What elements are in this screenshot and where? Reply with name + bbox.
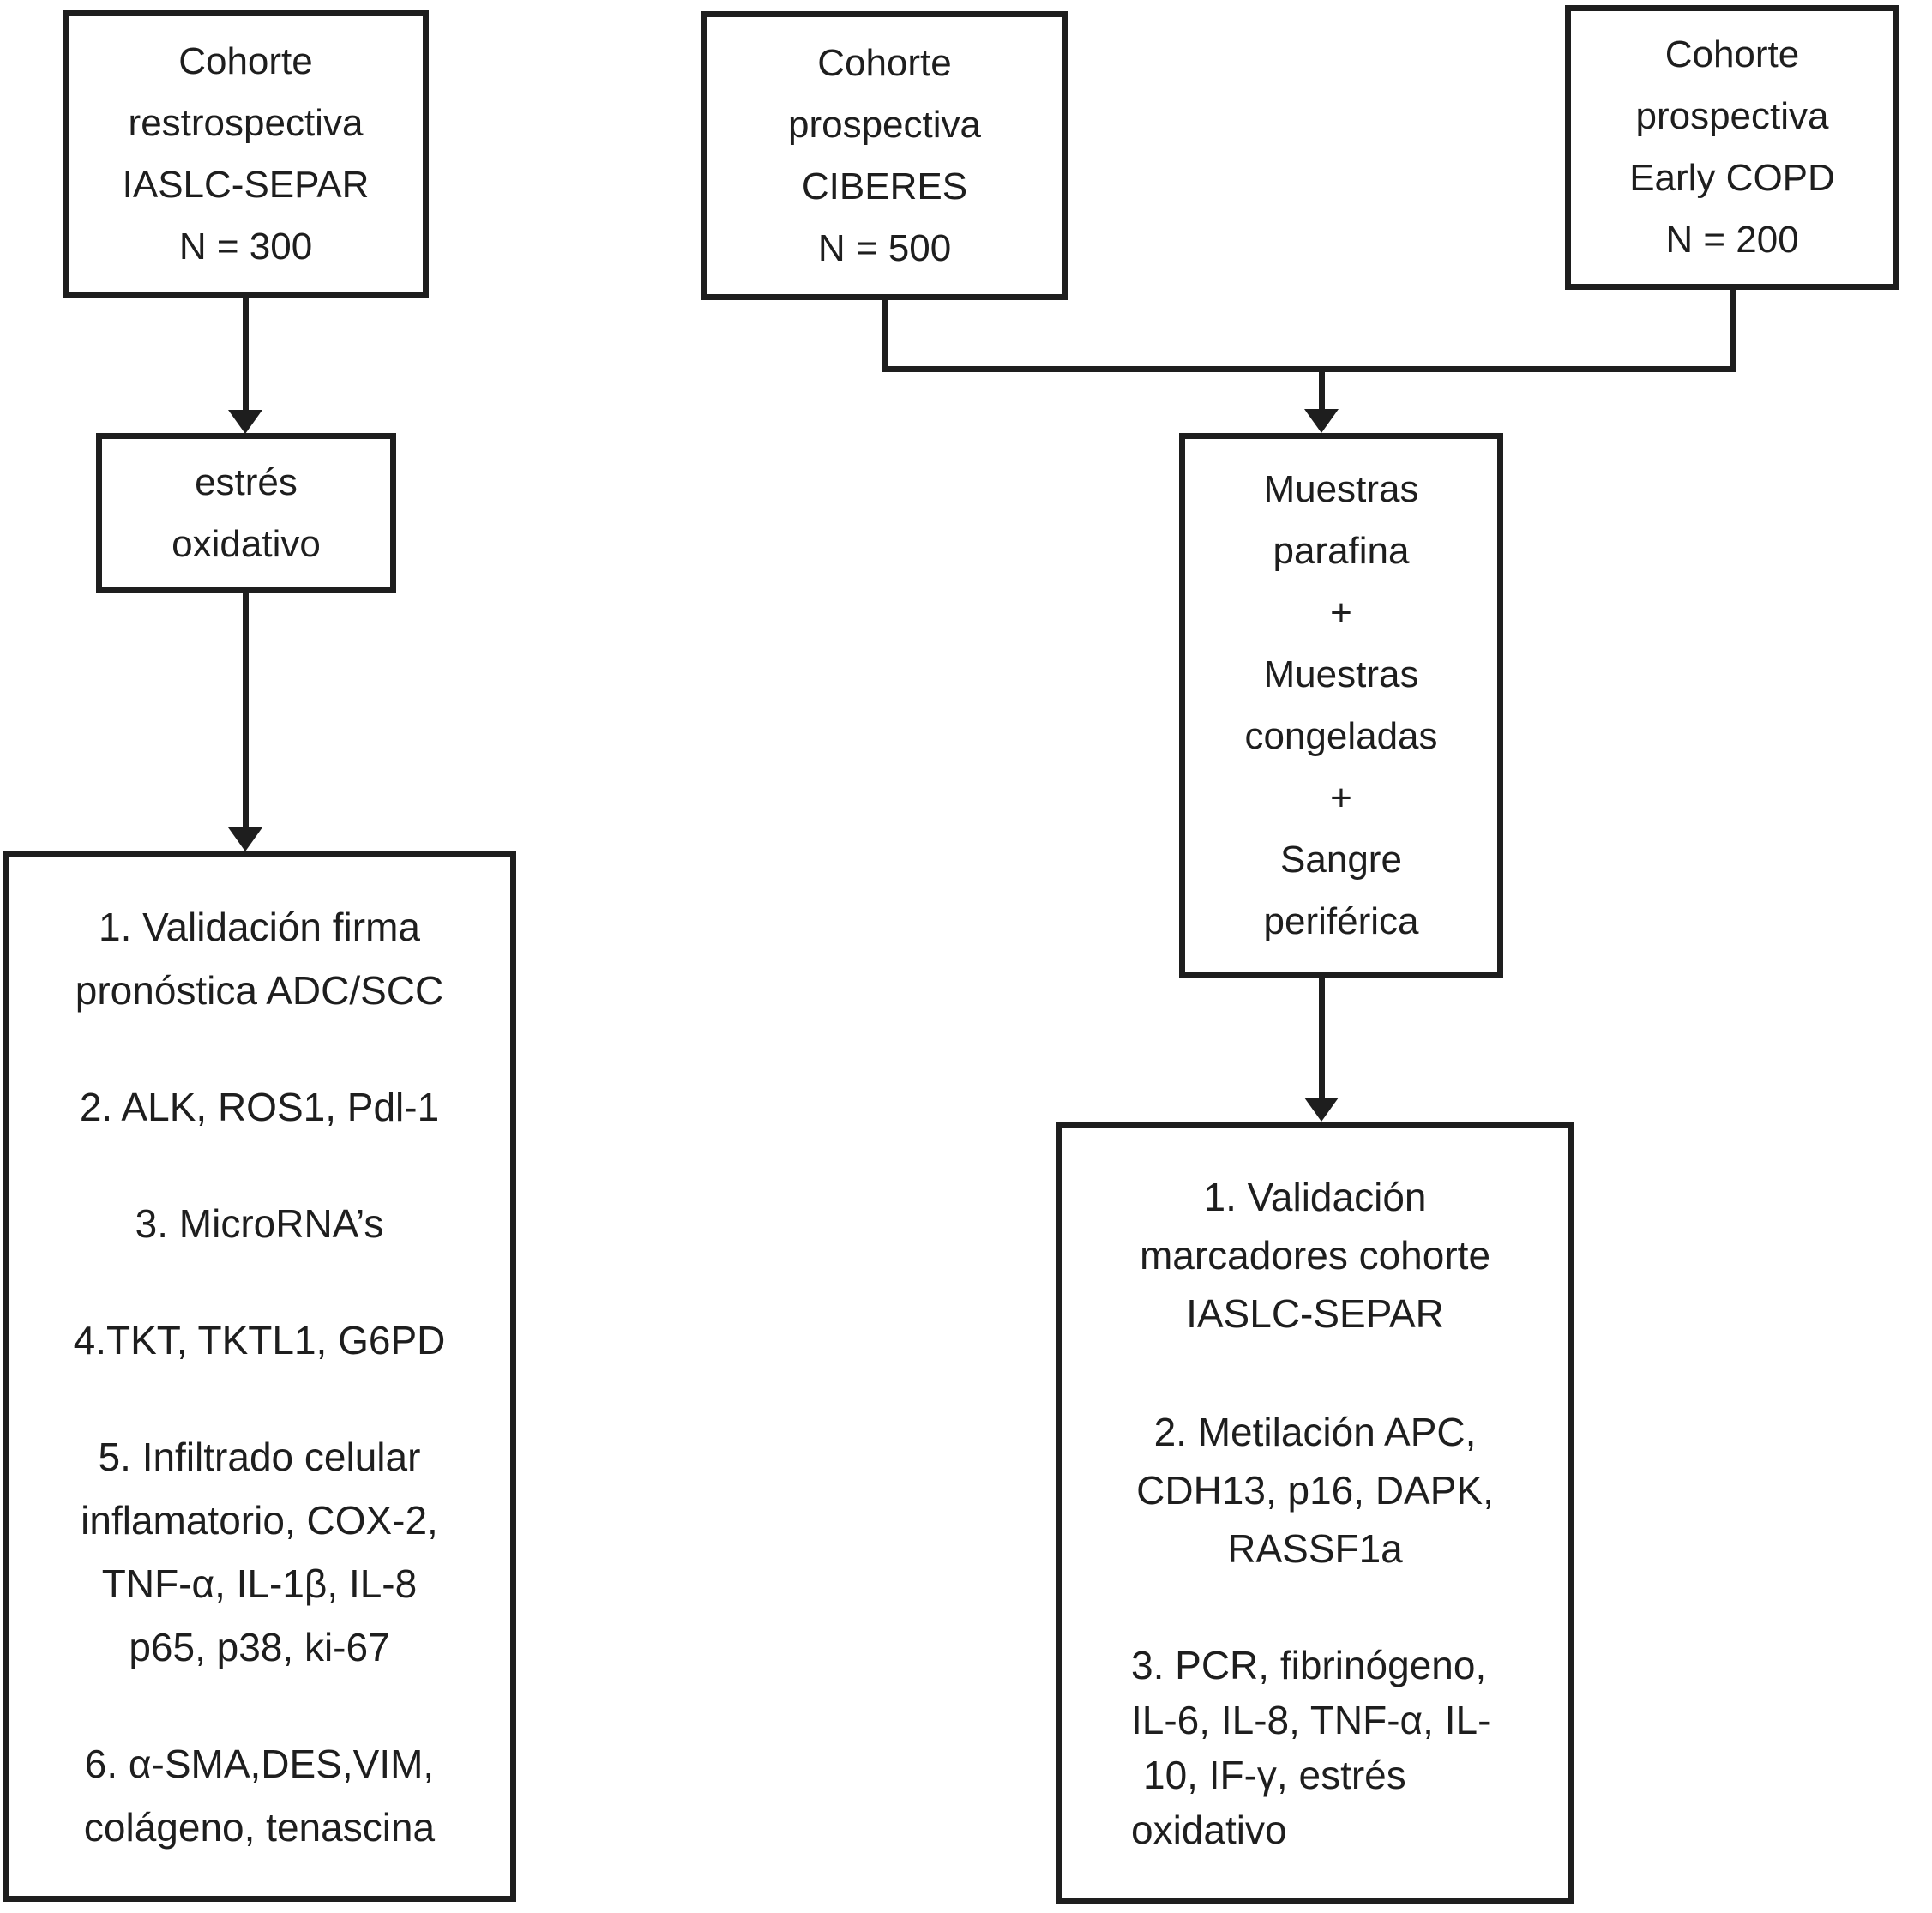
list-item: 3. PCR, fibrinógeno, IL-6, IL-8, TNF-α, …	[1062, 1638, 1568, 1857]
box-text-line: Cohorte	[178, 40, 313, 82]
box-text-line: Cohorte	[817, 41, 952, 84]
list-item-line: marcadores cohorte	[1139, 1233, 1491, 1278]
plus-sign: +	[1330, 777, 1352, 819]
list-item-line: 4.TKT, TKTL1, G6PD	[73, 1317, 446, 1363]
box-cohorte-ciberes: Cohorte prospectiva CIBERES N = 500	[701, 11, 1068, 300]
box-estres-oxidativo: estrés oxidativo	[96, 433, 396, 593]
list-item-line: inflamatorio, COX-2,	[81, 1497, 438, 1543]
list-item: 1. Validación firma pronóstica ADC/SCC	[75, 895, 444, 1022]
list-item-line: IASLC-SEPAR	[1186, 1291, 1444, 1336]
list-item: 2. ALK, ROS1, Pdl-1	[80, 1075, 439, 1139]
list-item-line: 6. α-SMA,DES,VIM,	[84, 1741, 435, 1786]
box-text-line: prospectiva	[1635, 95, 1829, 137]
list-item-line: 2. Metilación APC,	[1153, 1410, 1477, 1454]
list-item-line: 1. Validación	[1203, 1175, 1427, 1219]
arrowhead-down-icon	[228, 827, 262, 851]
list-item-line: colágeno, tenascina	[83, 1804, 436, 1850]
box-left-outcomes: 1. Validación firma pronóstica ADC/SCC 2…	[3, 851, 516, 1902]
list-item-line: 1. Validación firma	[99, 904, 420, 949]
box-right-outcomes: 1. Validación marcadores cohorte IASLC-S…	[1056, 1122, 1574, 1904]
arrowhead-down-icon	[228, 410, 262, 434]
box-text-line: periférica	[1263, 900, 1419, 942]
box-text-line: congeladas	[1244, 715, 1438, 757]
connector-muestras-to-outcomes-line	[1319, 978, 1325, 1098]
list-item-line: 5. Infiltrado celular	[98, 1434, 421, 1479]
connector-merge-horizontal-line	[882, 366, 1736, 372]
list-item-line: CDH13, p16, DAPK,	[1136, 1468, 1494, 1513]
box-text-line: prospectiva	[787, 103, 981, 146]
box-text-line: N = 500	[817, 226, 952, 269]
box-text-line: oxidativo	[172, 522, 321, 565]
box-cohorte-early-copd: Cohorte prospectiva Early COPD N = 200	[1565, 5, 1899, 290]
connector-early-copd-stub-line	[1730, 290, 1736, 372]
list-item-line: 3. PCR, fibrinógeno,	[1131, 1643, 1487, 1687]
connector-estres-to-outcomes-line	[243, 593, 249, 827]
box-text-line: Sangre	[1280, 839, 1402, 881]
list-item-line: RASSF1a	[1227, 1526, 1403, 1571]
list-item: 4.TKT, TKTL1, G6PD	[74, 1308, 446, 1372]
list-item-line: oxidativo	[1131, 1808, 1287, 1852]
list-item-line: 3. MicroRNA’s	[135, 1200, 384, 1246]
plus-sign: +	[1330, 592, 1352, 634]
box-text-line: N = 300	[178, 226, 313, 268]
box-text-line: parafina	[1273, 530, 1410, 572]
box-text-line: IASLC-SEPAR	[122, 164, 370, 206]
box-text-line: estrés	[195, 460, 298, 503]
box-text-line: Cohorte	[1664, 33, 1800, 75]
list-item-line: 10, IF-γ, estrés	[1143, 1753, 1406, 1797]
list-item-line: TNF-α, IL-1β, IL-8	[101, 1561, 418, 1606]
connector-retro-to-estres-line	[243, 298, 249, 410]
box-text-line: Muestras	[1263, 468, 1419, 510]
list-item-line: p65, p38, ki-67	[129, 1624, 390, 1669]
connector-merge-to-muestras-line	[1319, 372, 1325, 409]
box-cohorte-retrospectiva: Cohorte restrospectiva IASLC-SEPAR N = 3…	[63, 10, 429, 298]
box-text-line: CIBERES	[801, 165, 968, 208]
arrowhead-down-icon	[1304, 409, 1339, 433]
arrowhead-down-icon	[1304, 1098, 1339, 1122]
box-text-line: restrospectiva	[128, 102, 364, 144]
list-item: 2. Metilación APC, CDH13, p16, DAPK, RAS…	[1062, 1403, 1568, 1578]
box-text-line: Early COPD	[1629, 157, 1835, 199]
list-item: 6. α-SMA,DES,VIM, colágeno, tenascina	[84, 1732, 435, 1859]
list-item: 5. Infiltrado celular inflamatorio, COX-…	[81, 1425, 438, 1679]
box-text-line: N = 200	[1665, 219, 1799, 261]
list-item: 3. MicroRNA’s	[135, 1192, 384, 1255]
box-muestras: Muestras parafina + Muestras congeladas …	[1179, 433, 1503, 978]
list-item-line: pronóstica ADC/SCC	[75, 967, 444, 1013]
list-item-line: 2. ALK, ROS1, Pdl-1	[79, 1084, 440, 1129]
connector-ciberes-stub-line	[882, 300, 888, 372]
box-text-line: Muestras	[1263, 653, 1419, 695]
list-item-line: IL-6, IL-8, TNF-α, IL-	[1131, 1698, 1491, 1742]
list-item: 1. Validación marcadores cohorte IASLC-S…	[1062, 1168, 1568, 1343]
